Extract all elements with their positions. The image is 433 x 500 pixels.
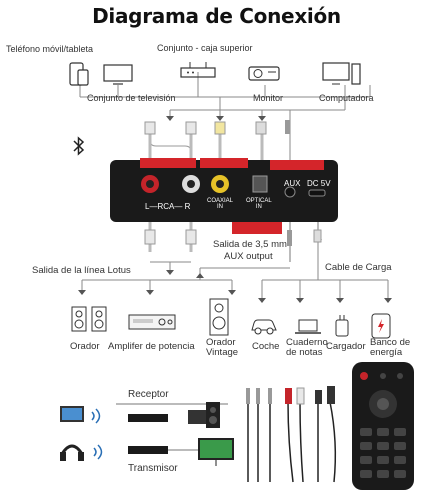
computer-label: Computadora [319, 93, 374, 103]
computer-icon [322, 62, 361, 85]
phone-label: Teléfono móvil/tableta [6, 44, 94, 54]
receiver-label: Receptor [128, 389, 169, 400]
aux-output-label-1: Salida de 3,5 mm [213, 239, 287, 250]
vintage-speaker-label: Orador Vintage [206, 337, 239, 358]
settop-box-icon [180, 62, 216, 78]
lotus-output-label: Salida de la línea Lotus [32, 265, 131, 276]
rca-red-label [140, 158, 196, 168]
aux-red-label [270, 160, 324, 170]
amplifier-label: Amplifer de potencia [108, 341, 195, 352]
tv-label: Conjunto de televisión [87, 93, 176, 103]
charger-label: Cargador [326, 341, 366, 352]
speaker-label: Orador [70, 341, 100, 352]
charger-icon [335, 315, 349, 337]
coaxial-port-label: COAXIAL IN [207, 198, 234, 210]
transmitter-label: Transmisor [128, 463, 178, 474]
vintage-speaker-icon [209, 298, 229, 336]
tablet-icon [69, 62, 89, 86]
coax-red-label [200, 158, 248, 168]
monitor-label: Monitor [253, 93, 284, 103]
rca-port-label: L—RCA— R [145, 202, 191, 211]
remote-control [352, 362, 414, 490]
output-red-label [232, 222, 282, 234]
transmitter-illustration [60, 438, 234, 466]
tv-icon [103, 64, 133, 85]
laptop-icon [295, 319, 321, 334]
speakers-icon [71, 306, 107, 332]
charge-cable-label: Cable de Carga [325, 262, 392, 273]
aux-output-label-2: AUX output [224, 251, 273, 262]
dc-port-label: DC 5V [307, 179, 331, 188]
amplifier-icon [128, 314, 176, 330]
cables-illustration [246, 386, 337, 483]
top-plugs [144, 120, 290, 135]
diagram-title: Diagrama de Conexión [92, 4, 341, 28]
projector-icon [248, 66, 280, 81]
car-icon [251, 319, 277, 335]
receiver-illustration [60, 402, 228, 428]
device-ports [141, 175, 326, 198]
aux-port-label: AUX [284, 179, 301, 188]
power-bank-icon [371, 313, 391, 339]
settop-label: Conjunto - caja superior [157, 43, 253, 53]
notebook-label: Cuaderno de notas [286, 337, 328, 358]
car-label: Coche [252, 341, 280, 352]
bluetooth-icon [73, 136, 85, 156]
optical-port-label: OPTICAL IN [246, 198, 272, 210]
bottom-plugs [144, 229, 322, 246]
power-bank-label: Banco de energía [370, 337, 411, 358]
